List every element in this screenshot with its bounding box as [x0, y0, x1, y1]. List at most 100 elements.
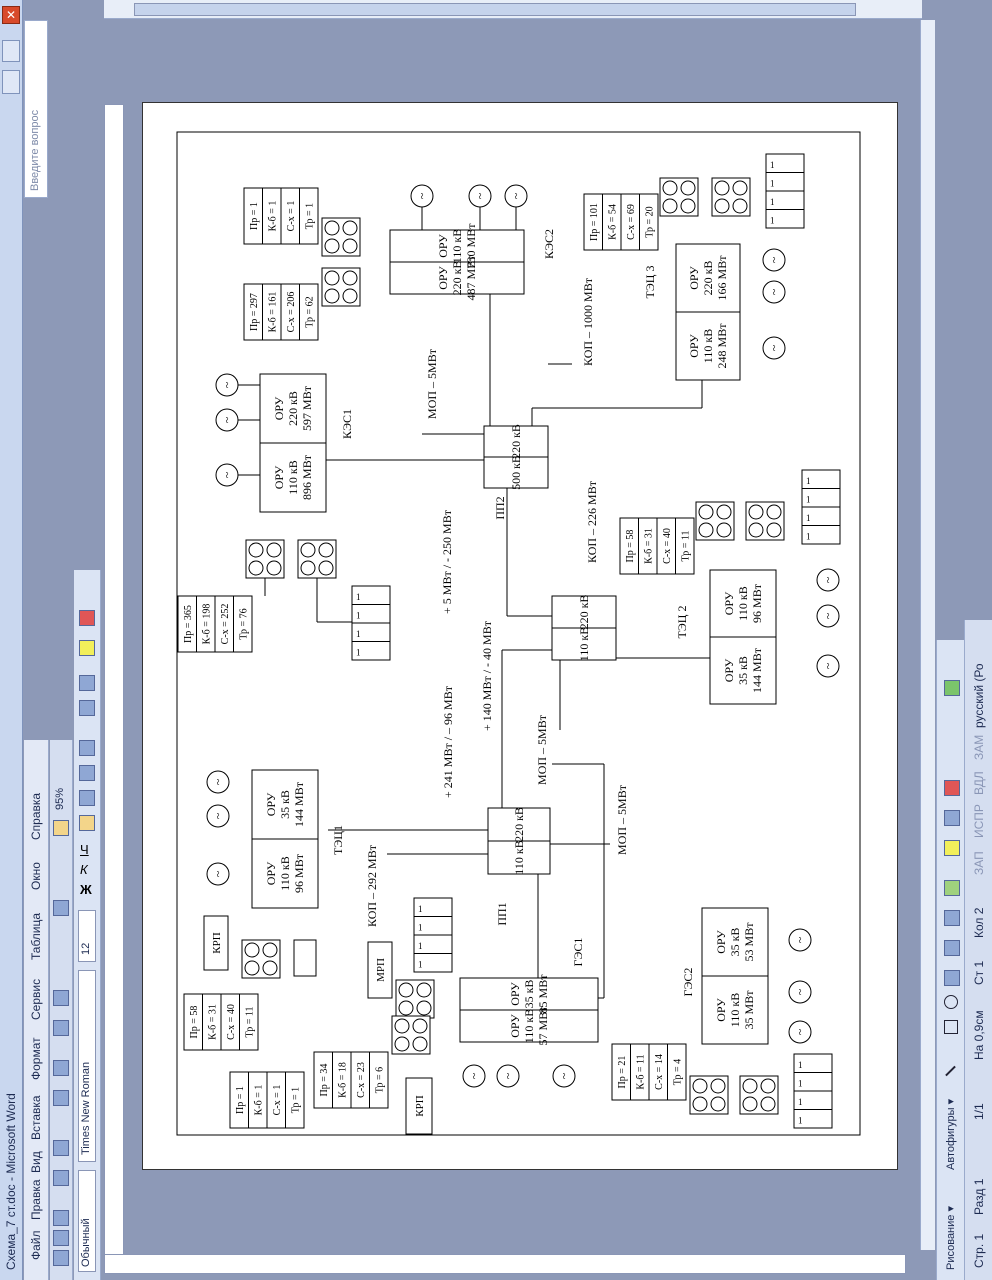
load-value: К-б = 161: [268, 292, 279, 333]
unit-load-value: 1: [770, 179, 775, 189]
menu-view[interactable]: Вид: [29, 1151, 43, 1173]
align-left-icon[interactable]: [79, 815, 95, 831]
text-line: 220 кВ: [701, 261, 715, 296]
new-icon[interactable]: [53, 1250, 69, 1266]
text-line: С-х = 69: [626, 204, 637, 240]
open-icon[interactable]: [53, 1230, 69, 1246]
font-color-icon[interactable]: [79, 610, 95, 626]
ges1-mrp-label: МРП: [375, 958, 387, 982]
size-select[interactable]: 12: [78, 910, 96, 962]
textbox-icon[interactable]: [944, 970, 960, 986]
mop-label-c: МОП – 5МВт: [615, 784, 629, 855]
text-line: С-х = 1: [286, 201, 297, 232]
minimize-button[interactable]: [2, 40, 20, 62]
text-line: ОРУ: [722, 591, 736, 615]
wordart-icon[interactable]: [944, 940, 960, 956]
menu-help[interactable]: Справка: [29, 792, 43, 840]
bullets-icon[interactable]: [79, 675, 95, 691]
status-rec[interactable]: ЗАП: [972, 851, 986, 875]
load-value: Пр = 21: [617, 1056, 628, 1089]
status-at: На 0,9см: [972, 1010, 986, 1060]
oval-tool-icon[interactable]: [944, 995, 958, 1009]
highlight-icon[interactable]: [79, 640, 95, 656]
transformer-winding: [398, 1000, 414, 1016]
redo-icon[interactable]: [53, 1060, 69, 1076]
transformer-winding: [342, 270, 358, 286]
drawing-toolbar: Рисование ▾ Автофигуры ▾: [936, 640, 965, 1280]
tec1-oru2-label: ОРУ110 кВ96 МВт: [264, 853, 306, 893]
flow-label-1: + 5 МВт / - 250 МВт: [440, 509, 454, 614]
text-line: 53 МВт: [742, 922, 756, 962]
status-ext[interactable]: ВДЛ: [972, 771, 986, 795]
fill-color-icon[interactable]: [944, 840, 960, 856]
italic-button[interactable]: К: [80, 862, 88, 877]
table-icon[interactable]: [53, 990, 69, 1006]
text-line: КЭС2: [542, 229, 556, 259]
picture-icon[interactable]: [944, 880, 960, 896]
ges1-oru2: [459, 1009, 599, 1043]
load-value: С-х = 14: [654, 1054, 665, 1090]
load-value: Тр = 1: [305, 203, 316, 229]
menu-table[interactable]: Таблица: [29, 912, 43, 960]
draw-menu[interactable]: Рисование ▾: [945, 1206, 957, 1270]
zoom-value[interactable]: 95%: [54, 787, 66, 810]
generator-tilde: ~: [473, 192, 487, 199]
text-color-icon[interactable]: [944, 780, 960, 796]
style-select[interactable]: Обычный: [78, 1170, 96, 1272]
align-center-icon[interactable]: [79, 790, 95, 806]
numbering-icon[interactable]: [79, 700, 95, 716]
transformer-winding: [680, 180, 696, 196]
underline-button[interactable]: Ч: [80, 842, 89, 857]
line-tool-icon[interactable]: [945, 1065, 956, 1077]
show-marks-icon[interactable]: [53, 820, 69, 836]
autoshapes-menu[interactable]: Автофигуры ▾: [945, 1098, 957, 1170]
menu-file[interactable]: Файл: [29, 1230, 43, 1260]
3d-icon[interactable]: [944, 680, 960, 696]
generator-tilde: ~: [467, 1072, 481, 1079]
text-line: Тр = 62: [305, 296, 316, 327]
hyperlink-icon[interactable]: [53, 1020, 69, 1036]
undo-icon[interactable]: [53, 1090, 69, 1106]
text-line: 35 кВ: [736, 656, 750, 685]
menu-insert[interactable]: Вставка: [29, 1095, 43, 1140]
clipart-icon[interactable]: [944, 910, 960, 926]
menu-window[interactable]: Окно: [29, 862, 43, 890]
transformer-winding: [342, 238, 358, 254]
preview-icon[interactable]: [53, 1140, 69, 1156]
transformer-winding: [692, 1096, 708, 1112]
generator-tilde: ~: [220, 381, 234, 388]
ask-question-input[interactable]: Введите вопрос: [24, 20, 48, 198]
menu-format[interactable]: Формат: [29, 1037, 43, 1080]
text-line: К-б = 11: [636, 1054, 647, 1089]
save-icon[interactable]: [53, 1210, 69, 1226]
status-trk[interactable]: ИСПР: [972, 804, 986, 838]
line-color-icon[interactable]: [944, 810, 960, 826]
drawing-icon[interactable]: [53, 900, 69, 916]
align-right-icon[interactable]: [79, 765, 95, 781]
bold-button[interactable]: Ж: [80, 882, 92, 897]
tec1-krp-label: КРП: [211, 932, 223, 953]
status-ovr[interactable]: ЗАМ: [972, 734, 986, 760]
maximize-button[interactable]: [2, 70, 20, 94]
close-button[interactable]: ✕: [2, 6, 20, 24]
text-line: КОП – 1000 МВт: [581, 277, 595, 366]
text-line: 220 кВ: [509, 424, 523, 459]
text-line: ОРУ: [508, 982, 522, 1006]
tec1-gen-2: [206, 804, 230, 828]
print-icon[interactable]: [53, 1170, 69, 1186]
load-value: Пр = 1: [249, 202, 260, 230]
menu-edit[interactable]: Правка: [29, 1179, 43, 1220]
text-line: 110 кВ: [701, 329, 715, 363]
justify-icon[interactable]: [79, 740, 95, 756]
horizontal-scrollbar[interactable]: [104, 0, 922, 19]
menu-tools[interactable]: Сервис: [29, 978, 43, 1020]
scroll-thumb[interactable]: [134, 3, 856, 16]
rectangle-tool-icon[interactable]: [944, 1020, 958, 1034]
kop226-label: КОП – 226 МВт: [585, 480, 599, 563]
font-select[interactable]: Times New Roman: [78, 970, 96, 1162]
ges2-name: ГЭС2: [681, 968, 695, 997]
ges2-gen-3: [788, 1020, 812, 1044]
generator-tilde: ~: [220, 416, 234, 423]
vertical-scrollbar[interactable]: [920, 20, 935, 1250]
